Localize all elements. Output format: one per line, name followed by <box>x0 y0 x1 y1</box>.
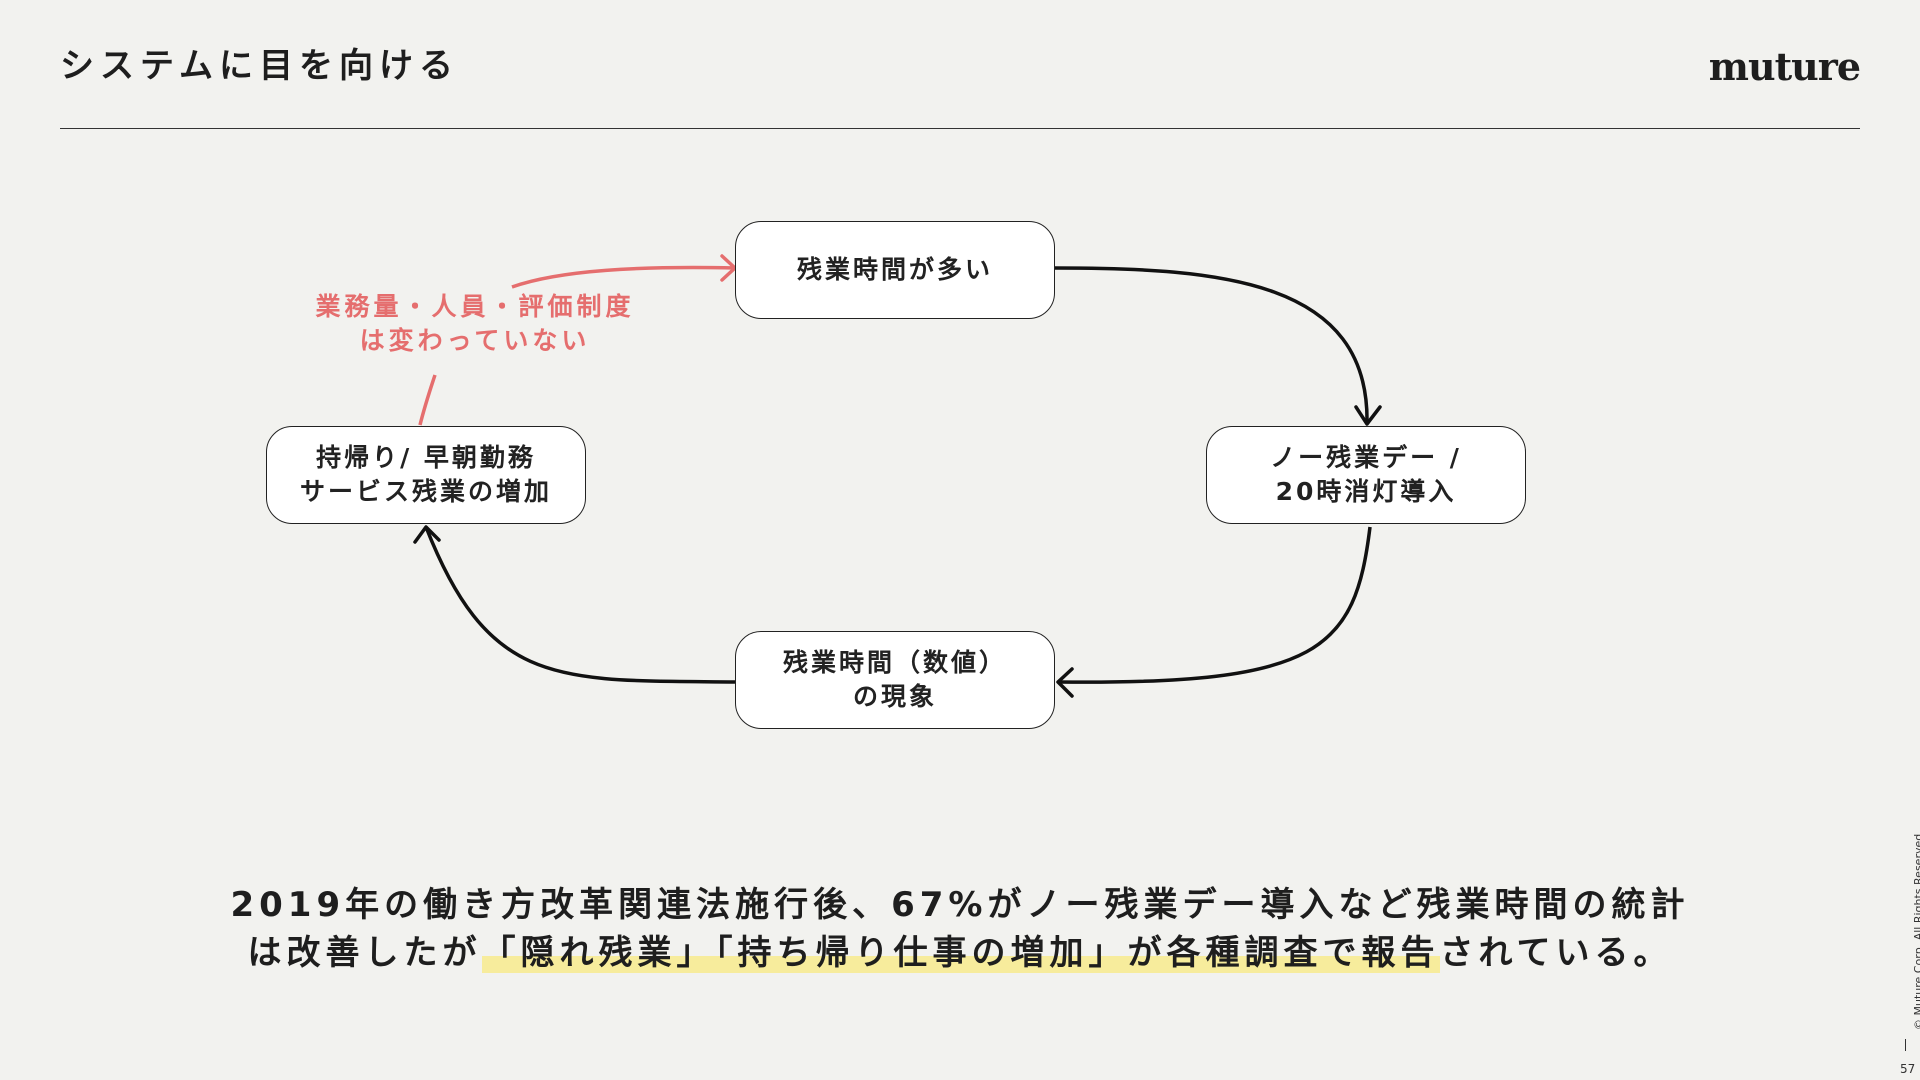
node-hidden-overtime-increase: 持帰り/ 早朝勤務 サービス残業の増加 <box>266 426 586 524</box>
copyright-notice: © Muture Corp. All Rights Reserved. <box>1912 830 1920 1030</box>
summary-line-2-prefix: は改善したが <box>247 933 482 973</box>
footer-divider <box>1905 1039 1906 1051</box>
arrowhead-top-to-right <box>1354 405 1382 426</box>
arrowhead-bottom-to-left <box>413 525 441 544</box>
header-divider <box>60 128 1860 129</box>
summary-line-1: 2019年の働き方改革関連法施行後、67%がノー残業デー導入など残業時間の統計 <box>230 885 1690 925</box>
node-long-overtime: 残業時間が多い <box>735 221 1055 319</box>
node-overtime-decrease: 残業時間（数値） の現象 <box>735 631 1055 729</box>
page-number: 57 <box>1900 1062 1916 1076</box>
arrow-right-to-bottom <box>1057 526 1372 684</box>
side-note-arrow-upper <box>511 265 736 289</box>
node-no-overtime-day: ノー残業デー / 20時消灯導入 <box>1206 426 1526 524</box>
arrowhead-right-to-bottom <box>1056 667 1074 698</box>
muture-logo: muture <box>1708 44 1861 89</box>
summary-line-2-suffix: されている。 <box>1439 933 1673 973</box>
arrow-top-to-right <box>1054 266 1369 425</box>
side-note-unchanged-factors: 業務量・人員・評価制度 は変わっていない <box>315 292 635 355</box>
summary-highlight: 「隠れ残業」「持ち帰り仕事の増加」が各種調査で報告 <box>481 933 1440 973</box>
slide-title: システムに目を向ける <box>60 46 459 86</box>
summary-line-2: は改善したが「隠れ残業」「持ち帰り仕事の増加」が各種調査で報告されている。 <box>200 925 1720 974</box>
arrow-bottom-to-left <box>424 526 736 684</box>
side-note-arrow-lower <box>418 374 437 426</box>
